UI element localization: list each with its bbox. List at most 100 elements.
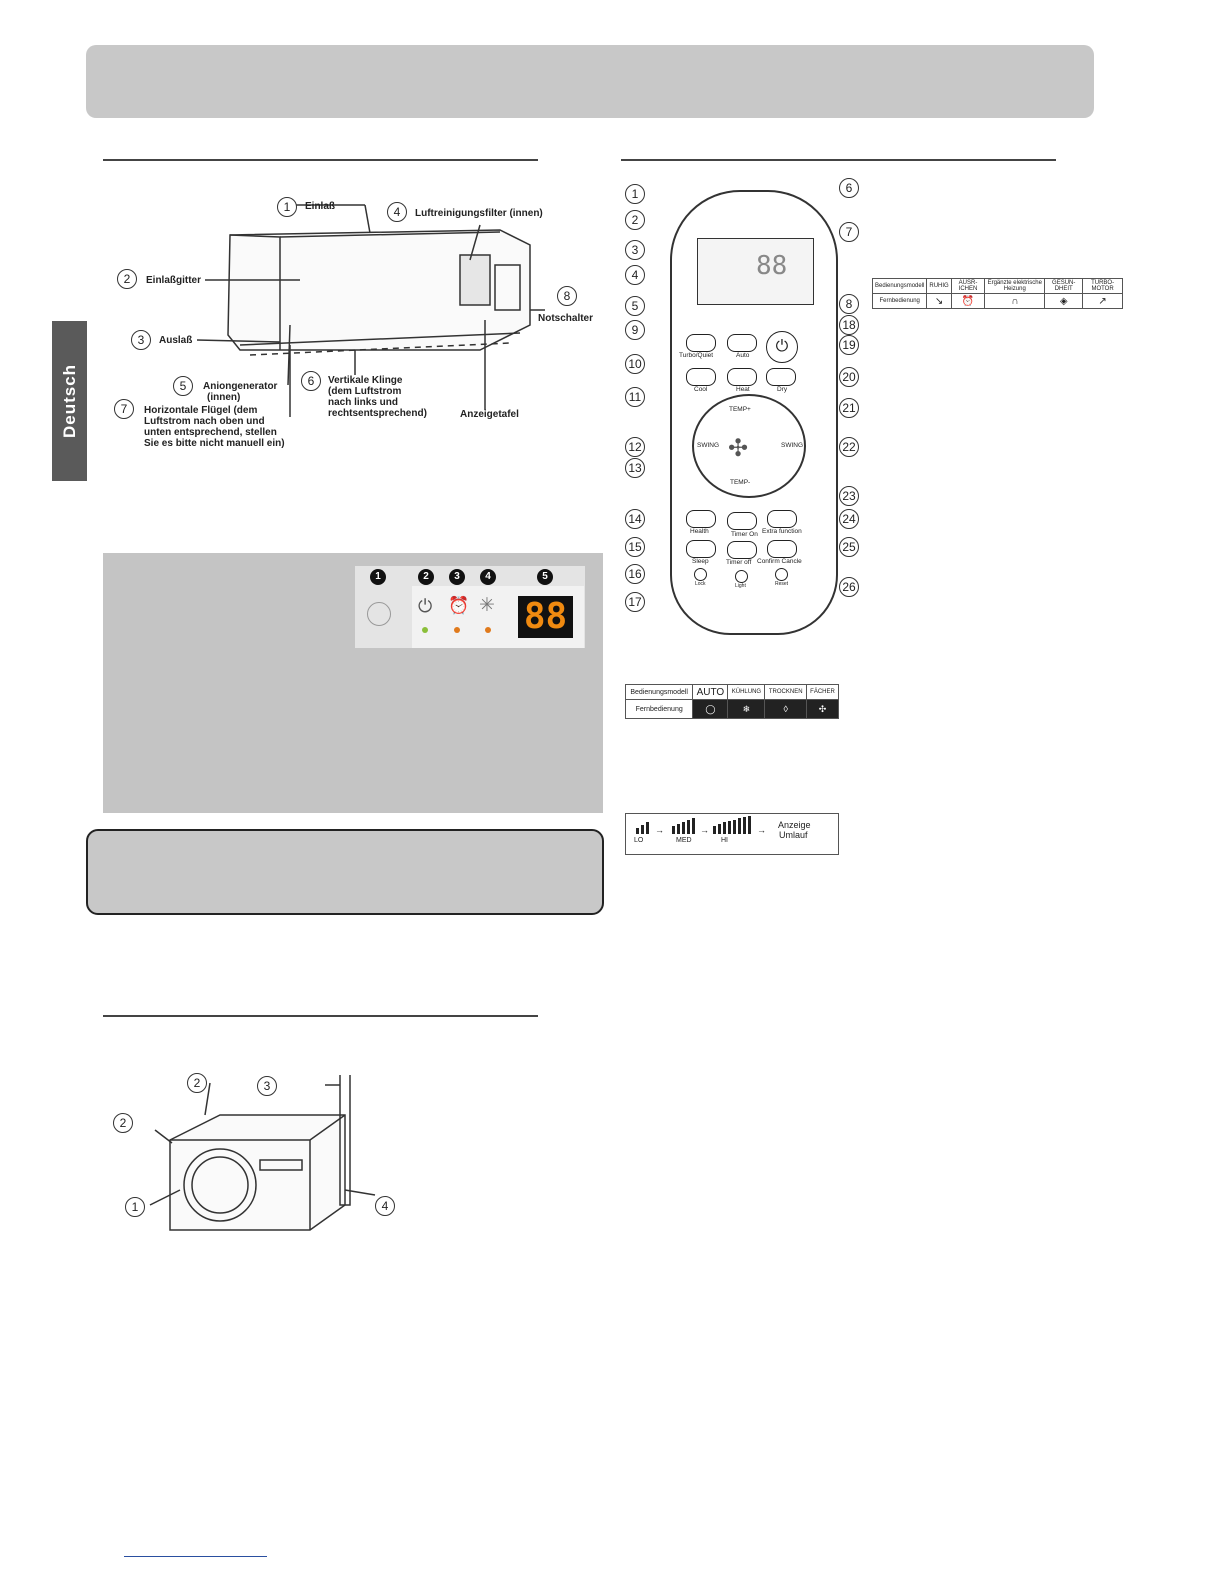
outdoor-unit-diagram [110, 1065, 410, 1245]
fn-header-2: AUSR-ICHEN [950, 278, 986, 294]
remote-callout-1: 1 [625, 184, 645, 204]
indoor-callout-5: 5 [173, 376, 193, 396]
turbo-icon: ↗ [1082, 293, 1123, 309]
label-confirm-cancel: Confirm Cancle [757, 558, 802, 565]
outdoor-unit-drawing [149, 1075, 376, 1231]
panel-marker-1: 1 [370, 569, 386, 585]
btn-power[interactable]: ⏻ [766, 331, 798, 363]
timer-icon: ⏰ [950, 293, 986, 309]
indoor-label-flap-line2: unten entsprechend, stellen [144, 427, 277, 438]
header-bar [86, 45, 1094, 118]
outdoor-callout-2-side: 2 [113, 1113, 133, 1133]
panel-marker-3: 3 [449, 569, 465, 585]
arrow-icon: → [757, 825, 766, 835]
defrost-led [485, 627, 491, 633]
footer-link-line [124, 1556, 267, 1557]
btn-swing-right[interactable]: SWING [781, 442, 804, 449]
btn-sleep[interactable] [686, 540, 716, 558]
label-extra-function: Extra function [762, 528, 802, 535]
outdoor-callout-2-top: 2 [187, 1073, 207, 1093]
btn-lock[interactable] [694, 568, 707, 581]
fan-label-lo: LO [634, 837, 644, 844]
remote-lcd: 88 [697, 238, 814, 305]
fan-label-hi: HI [721, 837, 728, 844]
indoor-unit-drawing [196, 204, 545, 417]
label-dry: Dry [777, 386, 788, 393]
remote-callout-15: 15 [625, 537, 645, 557]
temperature-digits: 88 [518, 596, 573, 638]
remote-callout-13: 13 [625, 458, 645, 478]
panel-marker-4: 4 [480, 569, 496, 585]
label-health: Health [690, 528, 709, 535]
btn-auto[interactable] [727, 334, 757, 352]
indoor-label-outlet: Auslaß [159, 335, 193, 346]
btn-timer-on[interactable] [727, 512, 757, 530]
remote-callout-8: 8 [839, 294, 859, 314]
fn-header-5: TURBO-MOTOR [1082, 278, 1123, 294]
defrost-icon: ✳ [479, 595, 495, 616]
indoor-label-anion-sub: (innen) [207, 392, 241, 403]
outdoor-callout-3: 3 [257, 1076, 277, 1096]
remote-callout-14: 14 [625, 509, 645, 529]
btn-extra-function[interactable] [767, 510, 797, 528]
btn-confirm-cancel[interactable] [767, 540, 797, 558]
indoor-callout-6: 6 [301, 371, 321, 391]
mode-header-3: TROCKNEN [764, 684, 808, 700]
language-tab: Deutsch [52, 321, 87, 481]
panel-marker-5: 5 [537, 569, 553, 585]
btn-light[interactable] [735, 570, 748, 583]
indoor-label-flap-line1: Luftstrom nach oben und [144, 416, 265, 427]
note-box [86, 829, 604, 915]
remote-callout-16: 16 [625, 564, 645, 584]
label-sleep: Sleep [692, 558, 709, 565]
indoor-callout-4: 4 [387, 202, 407, 222]
remote-dpad[interactable] [692, 394, 806, 498]
remote-callout-5: 5 [625, 296, 645, 316]
btn-heat[interactable] [727, 368, 757, 386]
operation-mode-table: Bedienungsmodell AUTO KÜHLUNG TROCKNEN F… [624, 684, 839, 719]
remote-callout-3: 3 [625, 240, 645, 260]
indoor-label-blade-line1: (dem Luftstrom [328, 386, 402, 397]
label-auto: Auto [736, 352, 750, 359]
function-mode-table: Bedienungsmodell RUHIG AUSR-ICHEN Ergänz… [871, 278, 1123, 309]
indoor-callout-7: 7 [114, 399, 134, 419]
mode-header-2: KÜHLUNG [727, 684, 766, 700]
indoor-label-blade-line3: rechtsentsprechend) [328, 408, 427, 419]
label-timer-off: Timer off [726, 559, 752, 566]
btn-swing-left[interactable]: SWING [697, 442, 720, 449]
indoor-label-filter: Luftreinigungsfilter (innen) [415, 208, 543, 219]
mode-header-0: Bedienungsmodell [624, 684, 694, 700]
power-icon: ⏻ [418, 596, 433, 616]
btn-reset[interactable] [775, 568, 788, 581]
btn-dry[interactable] [766, 368, 796, 386]
remote-callout-22: 22 [839, 437, 859, 457]
mode-header-1: AUTO [692, 684, 729, 700]
outdoor-callout-4: 4 [375, 1196, 395, 1216]
fan-label-med: MED [676, 837, 692, 844]
language-tab-label: Deutsch [59, 363, 79, 439]
label-timer-on: Timer On [731, 531, 758, 538]
fn-header-0: Bedienungsmodell [871, 278, 928, 294]
remote-callout-9: 9 [625, 320, 645, 340]
btn-temp-up[interactable]: TEMP+ [729, 406, 751, 413]
auto-mode-icon: ◯ [692, 699, 729, 719]
fan-mode-icon: ✣ [806, 699, 839, 719]
indoor-unit-diagram [100, 185, 600, 465]
section-rule-outdoor [103, 1015, 538, 1017]
btn-temp-down[interactable]: TEMP- [730, 479, 751, 486]
health-icon: ◈ [1044, 293, 1084, 309]
fan-speed-cycle [625, 813, 839, 855]
section-rule-remote [621, 159, 1056, 161]
label-cool: Cool [694, 386, 708, 393]
indoor-label-vertical-blade: Vertikale Klinge [328, 375, 403, 386]
btn-timer-off[interactable] [727, 541, 757, 559]
remote-callout-19: 19 [839, 335, 859, 355]
btn-turbo-quiet[interactable] [686, 334, 716, 352]
remote-callout-24: 24 [839, 509, 859, 529]
btn-cool[interactable] [686, 368, 716, 386]
power-led [422, 627, 428, 633]
fan-bars-med [672, 818, 698, 834]
remote-callout-25: 25 [839, 537, 859, 557]
fan-cycle-label-1: Anzeige [778, 820, 811, 830]
btn-health[interactable] [686, 510, 716, 528]
